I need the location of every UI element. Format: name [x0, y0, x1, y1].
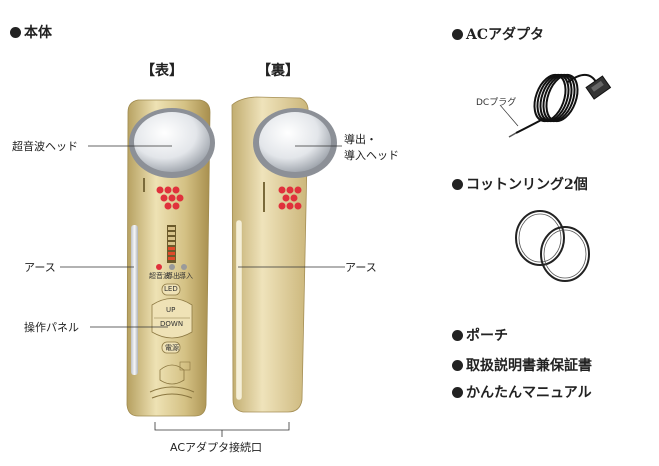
front-view-label: 【表】 — [141, 63, 183, 79]
lead-head-label-1: 導出・ — [344, 133, 377, 146]
down-button-label: DOWN — [160, 320, 184, 328]
led-button[interactable] — [161, 283, 181, 296]
bullet-icon — [452, 360, 463, 371]
level-meter — [167, 225, 176, 263]
leader-lines — [60, 145, 345, 437]
mode-clean-label: 超音波 — [149, 272, 170, 280]
ac-adapter-illustration — [499, 73, 612, 138]
up-button-label: UP — [166, 306, 176, 314]
main-section-title: 本体 — [10, 22, 52, 42]
led-cluster-front — [156, 186, 184, 210]
front-device — [126, 99, 215, 417]
ac-adapter-heading: ACアダプタ — [452, 24, 544, 44]
ac-port-label: ACアダプタ接続口 — [170, 441, 263, 454]
bullet-icon — [452, 179, 463, 190]
bullet-icon — [10, 27, 21, 38]
earth-left-label: アース — [24, 261, 56, 274]
bullet-icon — [452, 387, 463, 398]
dc-plug-label: DCプラグ — [476, 98, 517, 108]
lead-head-label-2: 導入ヘッド — [344, 149, 399, 162]
quick-manual-heading: かんたんマニュアル — [452, 382, 592, 402]
led-cluster-back — [278, 186, 302, 210]
pouch-heading: ポーチ — [452, 325, 508, 345]
power-button-label: 電源 — [165, 344, 179, 352]
mode-lead-in-label: 導入 — [179, 272, 193, 280]
cotton-rings-illustration — [515, 210, 590, 282]
bullet-icon — [452, 330, 463, 341]
led-button-label: LED — [164, 285, 178, 293]
mode-lead-out-label: 導出 — [166, 272, 180, 280]
manual-heading: 取扱説明書兼保証書 — [452, 355, 592, 375]
power-button[interactable] — [161, 341, 181, 354]
back-device — [231, 96, 337, 413]
earth-right-label: アース — [345, 261, 377, 274]
bullet-icon — [452, 29, 463, 40]
operation-panel-label: 操作パネル — [24, 321, 79, 334]
brand-emblem — [149, 361, 195, 399]
back-view-label: 【裏】 — [257, 63, 299, 79]
cotton-ring-heading: コットンリング2個 — [452, 174, 588, 194]
ultrasonic-head-label: 超音波ヘッド — [12, 140, 78, 153]
